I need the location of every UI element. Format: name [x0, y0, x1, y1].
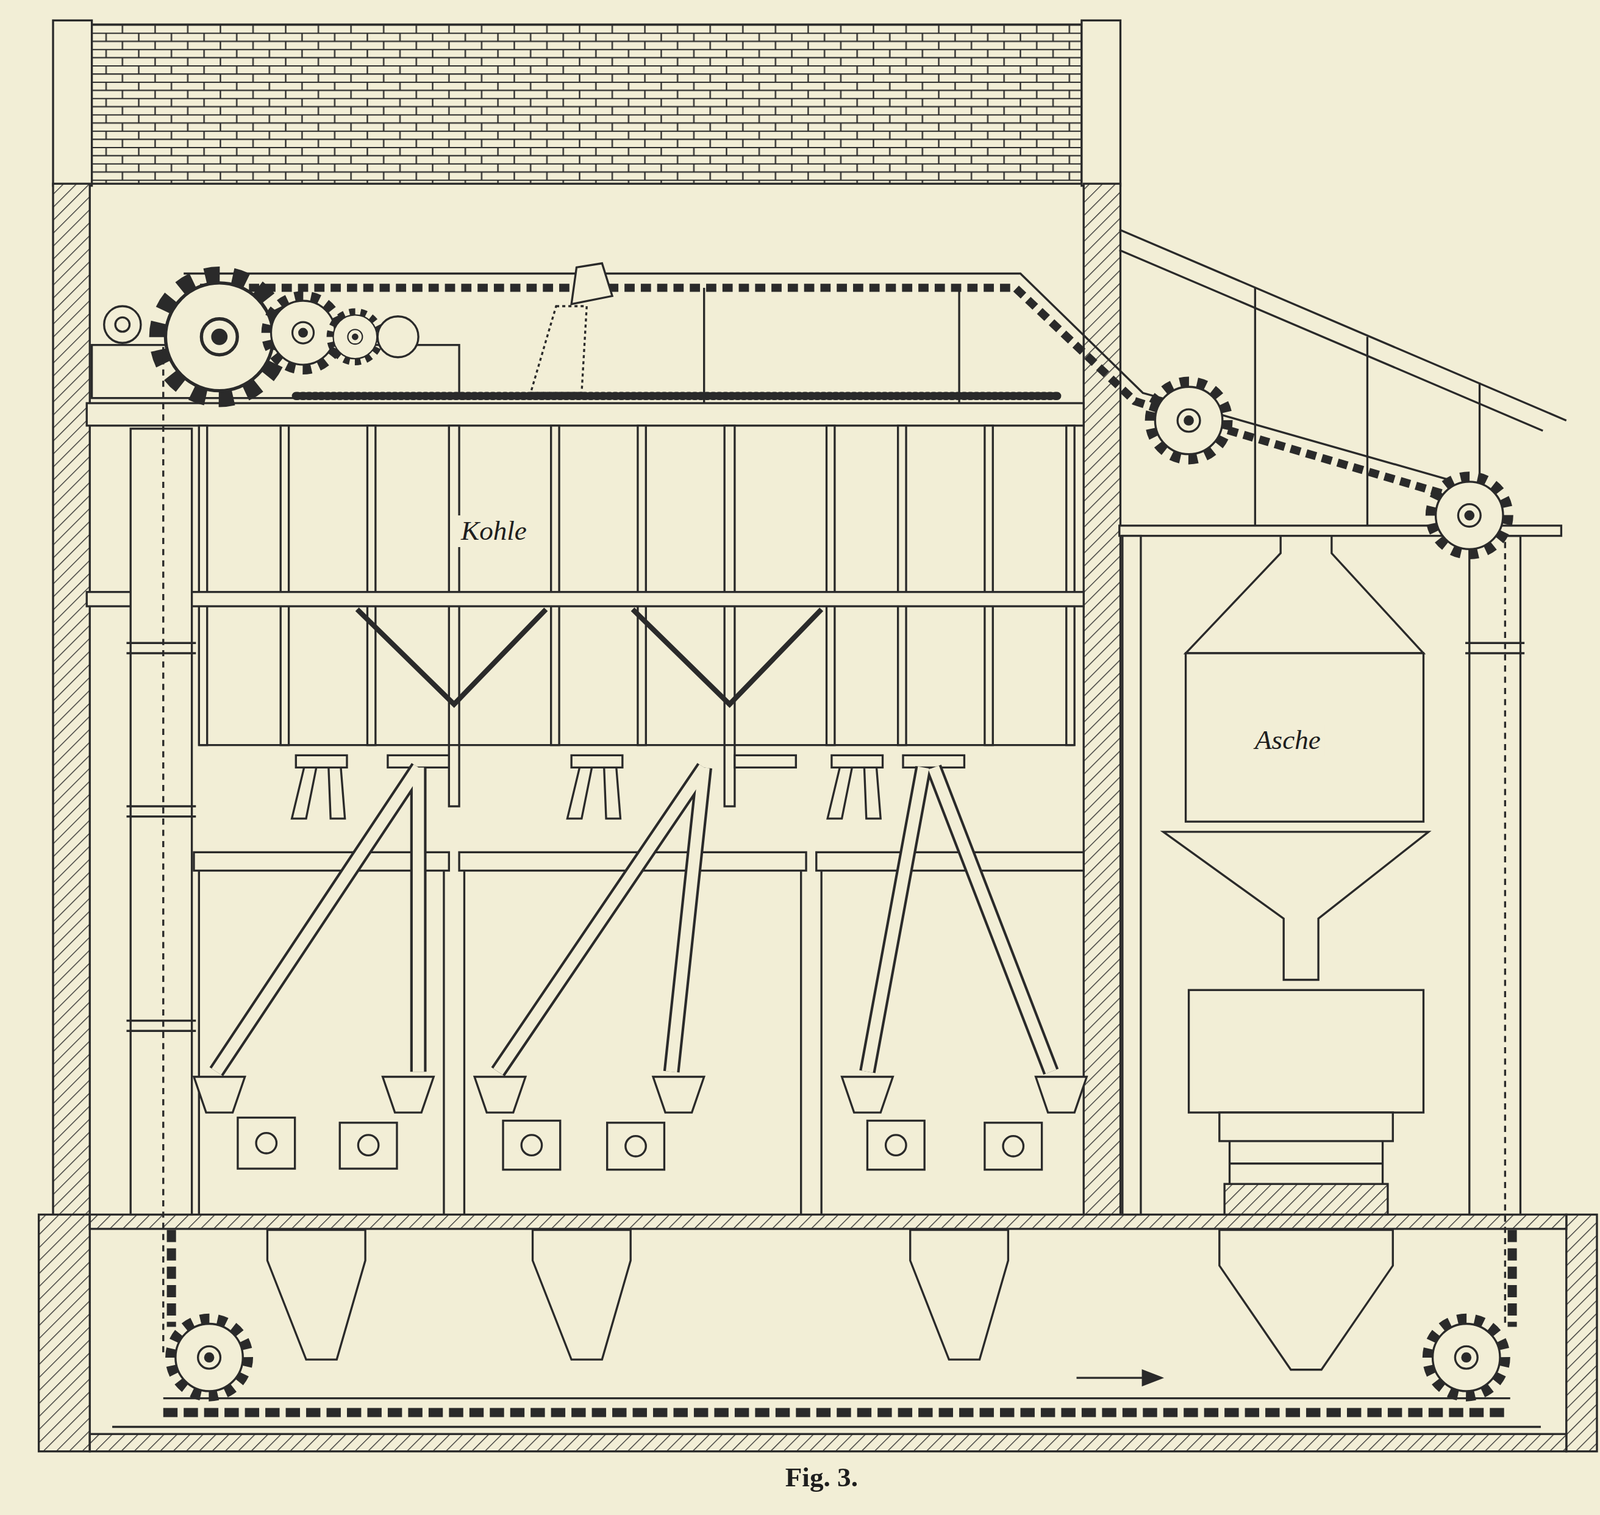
building [39, 20, 1597, 1451]
bucket-conveyor-part [1465, 642, 1525, 654]
building-part [1566, 1214, 1597, 1451]
building-part [53, 20, 93, 186]
coal-conveyor-part [377, 316, 419, 358]
building-part [1083, 183, 1121, 1220]
coal-bunker-part [1066, 425, 1075, 746]
bucket-conveyor-part [167, 1229, 177, 1327]
coal-conveyor-part [86, 403, 1084, 426]
ash-house-part [1224, 1183, 1388, 1215]
coal-bunker-part [724, 425, 735, 807]
boilers-part [816, 851, 1084, 871]
bucket-conveyor-part [163, 1407, 1511, 1418]
boilers [193, 754, 1084, 1215]
stokers-part [503, 1120, 561, 1169]
figure-caption: Fig. 3. [785, 1460, 858, 1493]
coal-bunker-part [357, 609, 822, 705]
bucket-conveyor-part [1076, 1376, 1149, 1379]
bucket-conveyor-part [1504, 530, 1507, 1327]
stokers-part-part [256, 1132, 277, 1154]
ash-house-part [1430, 476, 1508, 555]
ash-house-part [1150, 381, 1228, 460]
building-part [53, 183, 90, 1220]
boilers-part [387, 754, 965, 768]
coal-conveyor-part [115, 317, 130, 332]
ash-hoppers-part [267, 1229, 366, 1360]
coal-conveyor-part [295, 392, 1061, 400]
building-part [89, 24, 1082, 184]
ash-house-part [1189, 989, 1424, 1113]
coal-bunker-part [198, 743, 1075, 746]
stokers [193, 1076, 1087, 1170]
ash-house-part [1185, 535, 1424, 654]
stokers-part-part [1003, 1135, 1024, 1157]
coal-conveyor-part [157, 274, 282, 399]
stokers-part [867, 1120, 925, 1169]
coal-chutes-part [216, 767, 1052, 1072]
stokers-part [607, 1122, 665, 1170]
ash-house [1119, 229, 1567, 1215]
part-label: Kohle [456, 514, 531, 547]
coal-bunker-part [367, 425, 375, 746]
coal-bunker-part [551, 425, 560, 746]
coal-bunker-part [198, 425, 207, 746]
ash-house-part [1219, 1112, 1393, 1141]
stokers-part [237, 1117, 296, 1169]
coal-bunker-part [898, 425, 907, 746]
stokers-part [256, 1132, 1024, 1157]
building-part [39, 1214, 91, 1451]
stokers-part [339, 1122, 397, 1169]
stokers-part [984, 1122, 1043, 1170]
stokers-part-part [625, 1135, 646, 1157]
coal-bunker-part [984, 425, 993, 746]
coal-conveyor-part [104, 306, 141, 343]
coal-chutes [216, 767, 1052, 1072]
ash-bunker-label: Asche [1206, 704, 1370, 776]
coal-bunker-part [637, 425, 646, 746]
bucket-conveyor-part [126, 642, 197, 1031]
ash-hoppers-part [1219, 1229, 1393, 1370]
bucket-conveyor-part [1427, 1318, 1505, 1396]
bucket-conveyor [112, 346, 1541, 1427]
building-part [1081, 20, 1121, 186]
ash-hoppers-part [910, 1229, 1009, 1360]
stokers-part-part [357, 1134, 379, 1155]
coal-bunker-part [292, 754, 347, 819]
coal-bunker-part [827, 754, 883, 819]
bucket-conveyor-part [1142, 1370, 1161, 1385]
coal-conveyor-part [571, 263, 613, 305]
bucket-conveyor-part [1469, 535, 1521, 1215]
coal-conveyor-part [329, 311, 381, 363]
stokers-part [193, 1076, 1087, 1113]
coal-bunker-part [86, 592, 1084, 607]
building-part [89, 1214, 1567, 1229]
bucket-conveyor-part [170, 1318, 248, 1396]
coal-chutes-part [216, 767, 1052, 1072]
bucket-conveyor-part [112, 1425, 1541, 1428]
ash-hoppers-part [532, 1229, 632, 1360]
coal-bunker [86, 425, 1084, 819]
coal-bunker-part [567, 754, 622, 819]
bucket-conveyor-part [162, 346, 165, 1358]
coal-conveyor-part [703, 287, 705, 404]
coal-bunker-label: Kohle [422, 500, 566, 561]
building-part [89, 1433, 1567, 1451]
coal-bunker-part [826, 425, 835, 746]
ash-hoppers [267, 1229, 1393, 1370]
bucket-conveyor-part [163, 1396, 1511, 1399]
ash-house-part [1122, 535, 1141, 1215]
part-label: Asche [1250, 723, 1325, 756]
bucket-conveyor-part [1507, 1229, 1518, 1327]
coal-conveyor-part [957, 287, 960, 404]
coal-bunker-part [448, 425, 460, 807]
coal-conveyor [86, 263, 1449, 494]
stokers-part-part [521, 1134, 542, 1155]
ash-house-part [1163, 831, 1429, 980]
coal-conveyor-part [530, 306, 587, 393]
bucket-conveyor-part [130, 428, 192, 1215]
stokers-part-part [885, 1134, 907, 1155]
ash-house-part [1185, 653, 1424, 822]
coal-bunker-part [280, 425, 289, 746]
